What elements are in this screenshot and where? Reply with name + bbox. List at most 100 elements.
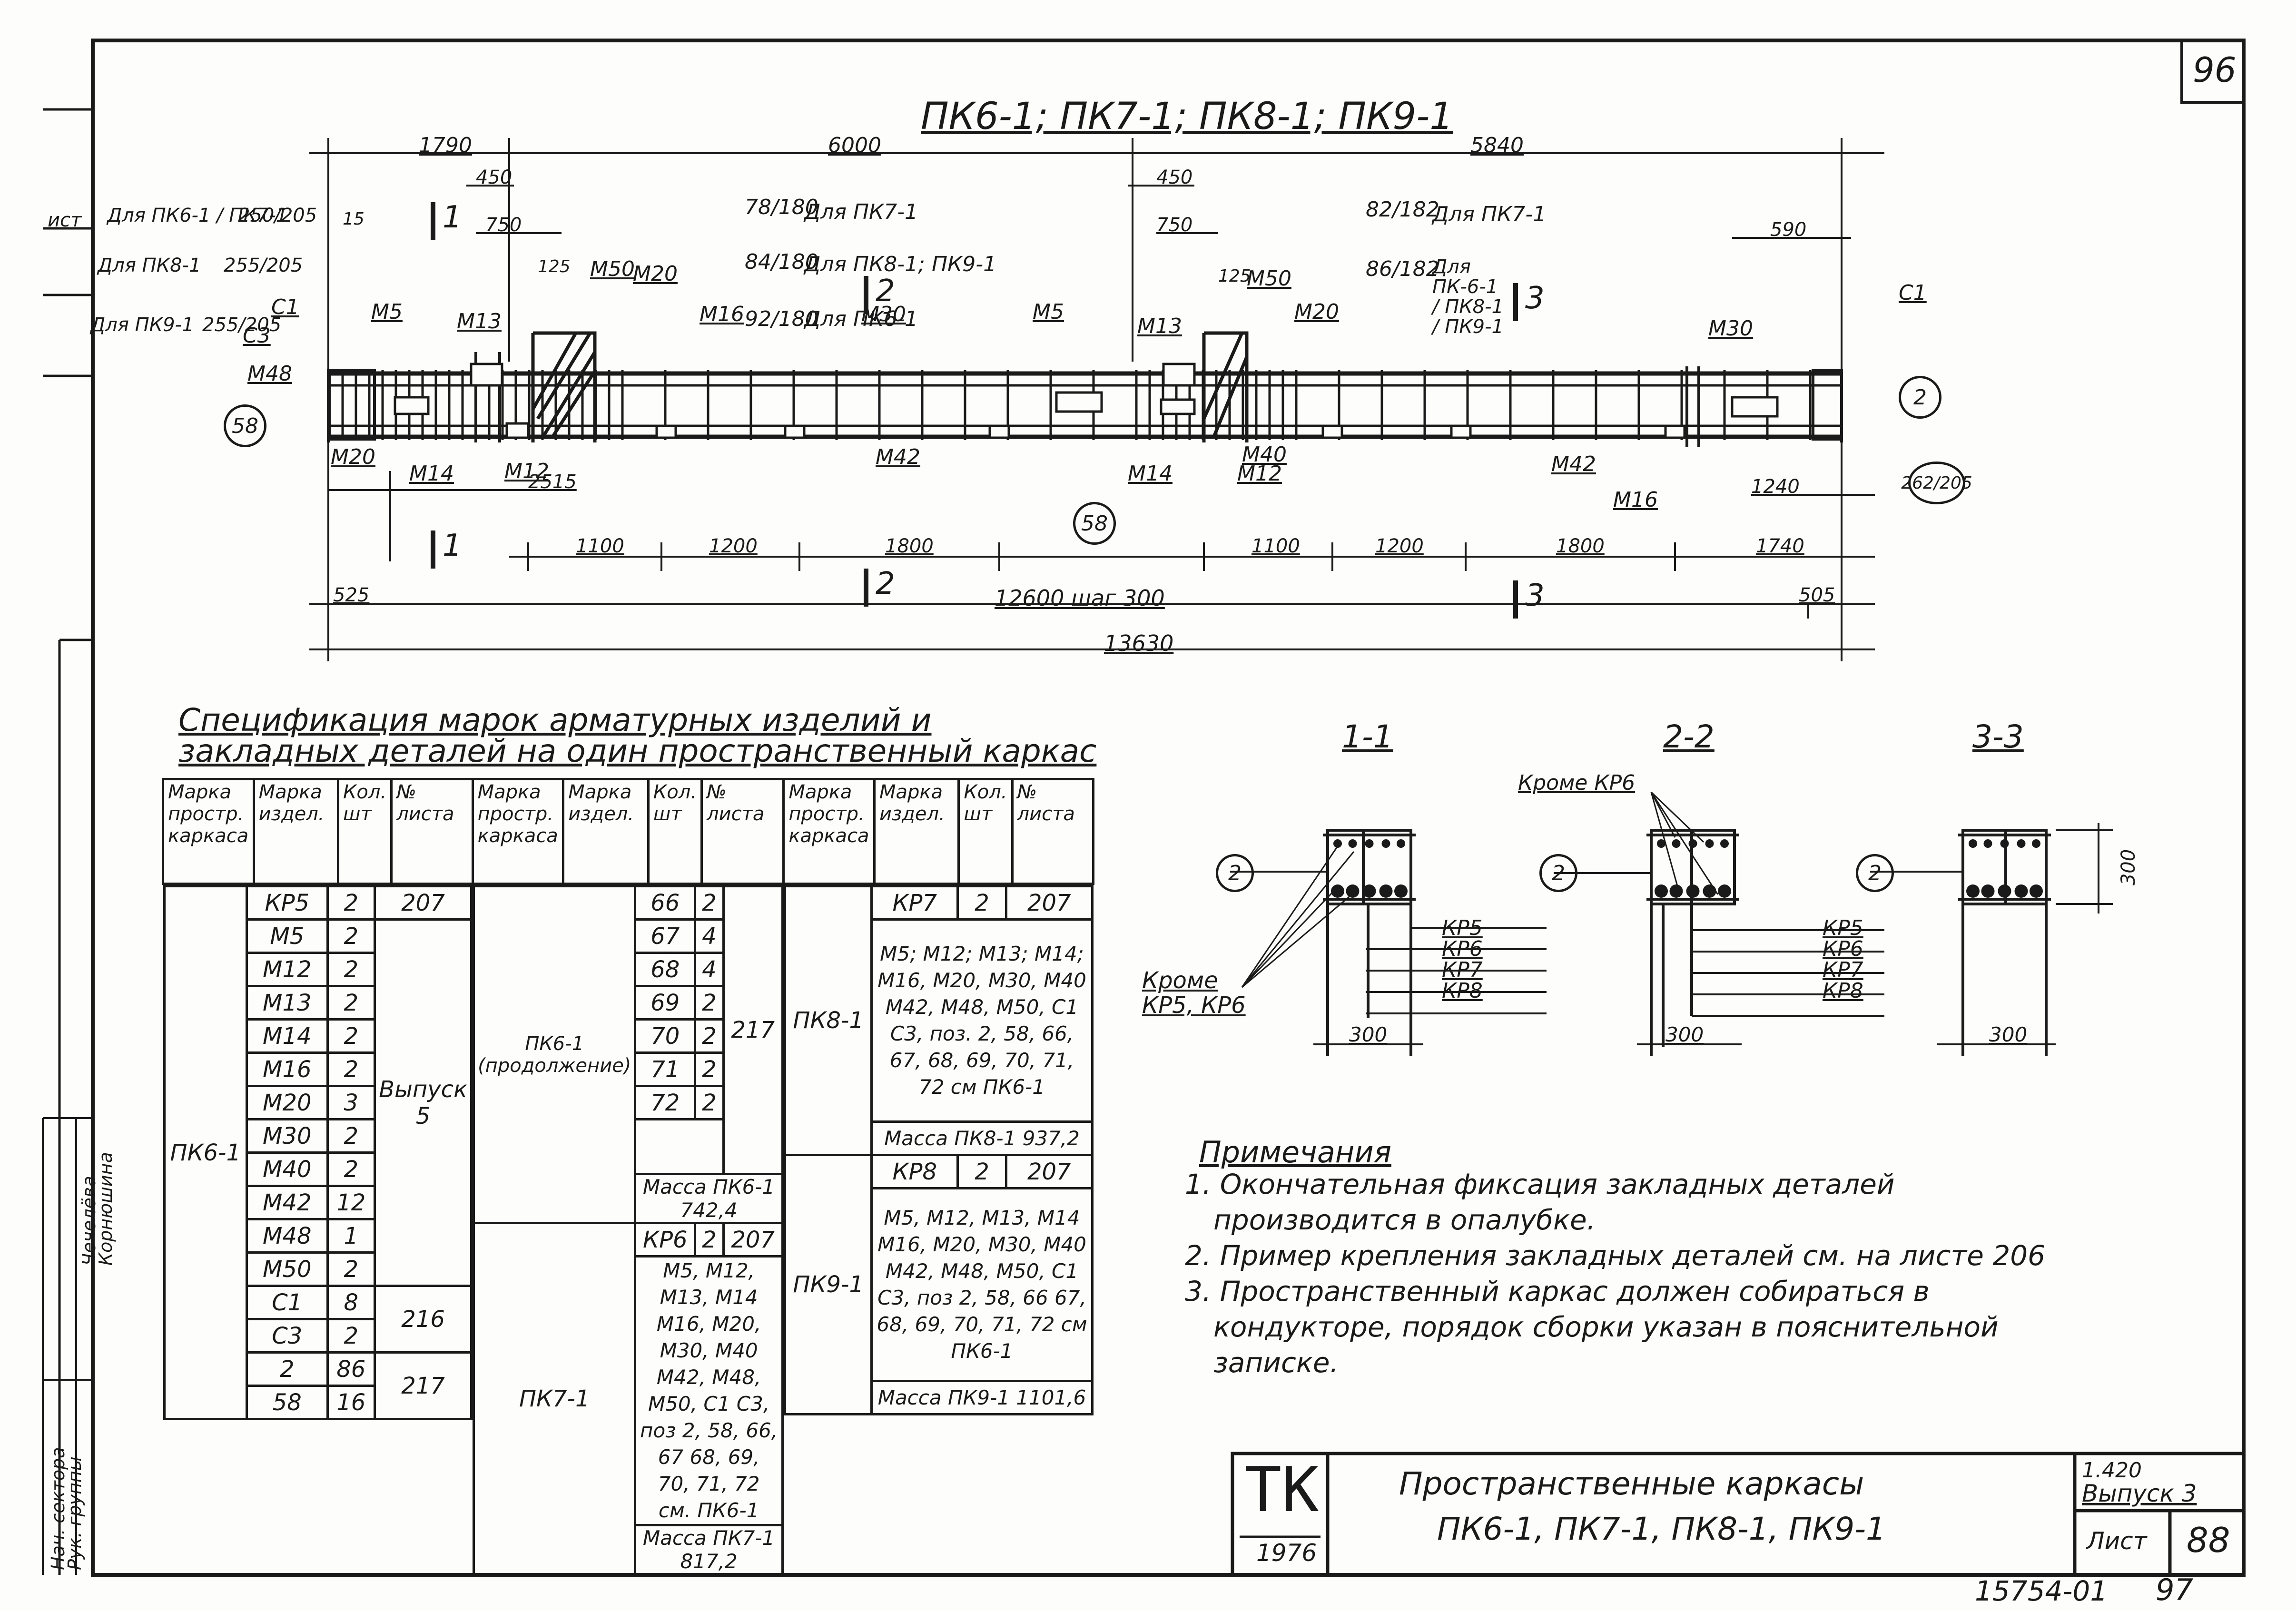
rebar-bar [1703,884,1716,898]
callout-left-3-value: 255/205 [202,314,282,336]
dim-2515: 2515 [528,471,577,493]
item-qty: 2 [694,1018,725,1054]
dim-6000: 6000 [828,133,881,157]
dim-1240: 1240 [1751,476,1800,498]
frame-pk8: ПК8-1 [783,885,873,1156]
item-qty: 2 [326,952,376,987]
rebar-bar [1655,884,1668,898]
dim-125-r: 125 [1218,266,1251,286]
hdr-sheet-3: № листа [1011,778,1095,885]
embedded-plates [394,363,1779,439]
spec-table: Марка простр. каркаса Марка издел. Кол. … [162,778,1095,1575]
dim-1800: 1800 [885,535,934,557]
item-qty: 2 [326,985,376,1021]
note-line-1: 1. Окончательная фиксация закладных дета… [1185,1168,1895,1200]
item-mark: М30 [246,1118,329,1154]
item-qty: 8 [326,1285,376,1320]
item-sheet: 217 [374,1351,473,1420]
item-qty: 2 [326,1151,376,1187]
hdr-qty-2: Кол. шт [647,778,703,885]
dim-300-22: 300 [1665,1023,1704,1046]
item-qty: 2 [326,1251,376,1287]
except-kr5-kr6: Кроме КР5, КР6 [1142,967,1246,1019]
section-mark-bar [864,569,868,607]
rebar-bar [2030,884,2043,898]
mark-label: М40 [1242,442,1287,467]
dim-300-33v: 300 [2118,849,2140,886]
dim-13630: 13630 [1104,630,1174,656]
section-2-2-title: 2-2 [1663,718,1715,755]
circle-mark: 2 [1899,376,1941,419]
rebar-bar [2014,884,2028,898]
mark-label: М50 [1247,266,1291,291]
mark-label: М14 [409,462,454,486]
title-block-lines [1231,1452,2246,1577]
item-qty: 12 [326,1185,376,1220]
item-qty: 1 [326,1218,376,1254]
item-qty: 4 [694,918,725,954]
rebar-bar [2000,839,2009,848]
kp-mark: КР6 [634,1222,697,1257]
dim-125: 125 [538,257,571,276]
item-mark: М16 [246,1051,329,1087]
item-mark: 70 [634,1018,697,1054]
item-mark: М5 [246,918,329,954]
sheet-number: 88 [2187,1520,2230,1560]
rebar-bar [1686,884,1700,898]
callout-right-2-value: 86/182 [1366,257,1439,281]
mark-label: М42 [876,445,920,469]
tk-logo: ТК [1244,1454,1319,1526]
anchor-left [531,331,597,442]
mark-label: М20 [633,262,678,286]
rebar-bar [1966,884,1980,898]
section-mark-bar [431,202,435,240]
item-qty: 86 [326,1351,376,1387]
dim-1740: 1740 [1756,535,1804,557]
note-line-3: 2. Пример крепления закладных деталей см… [1185,1239,2046,1272]
kr-label-22: КР6 [1823,937,1863,961]
except-kr6: Кроме КР6 [1518,771,1636,795]
dim-1100-r: 1100 [1251,535,1300,557]
dim-505: 505 [1799,584,1835,606]
section-circle-mark: 2 [1216,854,1254,892]
hdr-sheet: № листа [390,778,474,885]
item-mark: 2 [246,1351,329,1387]
notes-heading: Примечания [1199,1135,1391,1169]
rebar-bar [1720,839,1729,848]
section-circle-mark: 2 [1539,854,1577,892]
section-mark: 3 [1525,281,1545,316]
corner-number: 96 [2193,50,2237,90]
hdr-sheet-2: № листа [700,778,785,885]
item-mark: 68 [634,952,697,987]
rebar-bar [1983,839,1992,848]
callout-right-1: Для ПК7-1 [1432,202,1547,226]
mark-label: М5 [1033,300,1064,324]
dim-300-11: 300 [1349,1023,1388,1046]
rebar-bar [2017,839,2026,848]
section-mark-bar [864,276,868,314]
anchor-right [1202,331,1249,442]
item-qty: 2 [326,885,376,921]
item-sheet: 217 [722,885,784,1175]
dim-450-r: 450 [1156,167,1193,188]
dim-300-33: 300 [1989,1023,2028,1046]
mark-label: М30 [1708,316,1753,341]
item-qty: 16 [326,1385,376,1420]
rebar-bar [1331,884,1344,898]
mass-pk6: Масса ПК6-1 742,4 [634,1173,784,1224]
dim-590: 590 [1770,219,1807,241]
mark-label: М16 [700,302,744,326]
tk-year: 1976 [1256,1539,1317,1567]
frame-pk9: ПК9-1 [783,1154,873,1415]
dim-525: 525 [333,584,370,606]
circle-mark: 262/205 [1901,462,1972,504]
rebar-bar [1348,839,1357,848]
kr-label-11: КР8 [1442,979,1483,1003]
section-mark: 2 [876,274,895,309]
item-mark: М50 [246,1251,329,1287]
kp-sheet: 207 [722,1222,784,1257]
note-line-5: кондукторе, порядок сборки указан в пояс… [1213,1311,1999,1343]
section-1-1-title: 1-1 [1342,718,1393,755]
item-mark: М20 [246,1085,329,1120]
